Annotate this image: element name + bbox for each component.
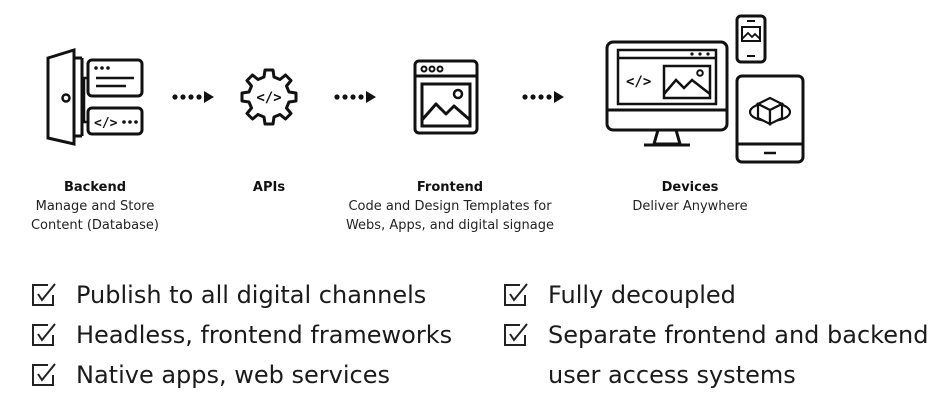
frontend-template-window-icon — [412, 58, 480, 136]
feature-item: Publish to all digital channels — [76, 281, 427, 309]
code-glyph: </> — [256, 90, 281, 106]
stage-frontend-label: Frontend Code and Design Templates for W… — [330, 178, 570, 235]
checkbox-checked-icon — [32, 283, 56, 306]
feature-item: Native apps, web services — [76, 361, 391, 389]
feature-item: Separate frontend and backend — [548, 321, 929, 349]
stage-desc-line: Code and Design Templates for — [348, 199, 552, 214]
backend-server-door-icon: </> — [44, 48, 154, 148]
dotted-arrow-icon — [172, 91, 214, 103]
stage-apis-label: APIs — [219, 178, 319, 197]
checkbox-checked-icon — [504, 283, 528, 306]
feature-item-continuation: user access systems — [548, 361, 796, 389]
api-gear-code-icon: </> — [238, 66, 300, 128]
dotted-arrow-icon — [334, 91, 376, 103]
stage-desc-line: Content (Database) — [30, 218, 159, 233]
stage-name: Backend — [63, 180, 127, 195]
stage-devices-label: Devices Deliver Anywhere — [620, 178, 760, 216]
stage-name: Frontend — [416, 180, 484, 195]
checkbox-checked-icon — [32, 323, 56, 346]
stage-backend-label: Backend Manage and Store Content (Databa… — [10, 178, 180, 235]
stage-name: APIs — [252, 180, 286, 195]
checkbox-checked-icon — [32, 363, 56, 386]
code-glyph: </> — [626, 74, 651, 90]
stage-desc-line: Webs, Apps, and digital signage — [345, 218, 555, 233]
stage-name: Devices — [661, 180, 719, 195]
stage-desc-line: Deliver Anywhere — [632, 199, 748, 214]
dotted-arrow-icon — [522, 91, 564, 103]
feature-item: Fully decoupled — [548, 281, 736, 309]
checkbox-checked-icon — [504, 323, 528, 346]
feature-item: Headless, frontend frameworks — [76, 321, 453, 349]
devices-monitor-phone-tablet-icon: </> — [604, 14, 814, 164]
code-glyph: </> — [94, 116, 118, 131]
stage-desc-line: Manage and Store — [35, 199, 155, 214]
